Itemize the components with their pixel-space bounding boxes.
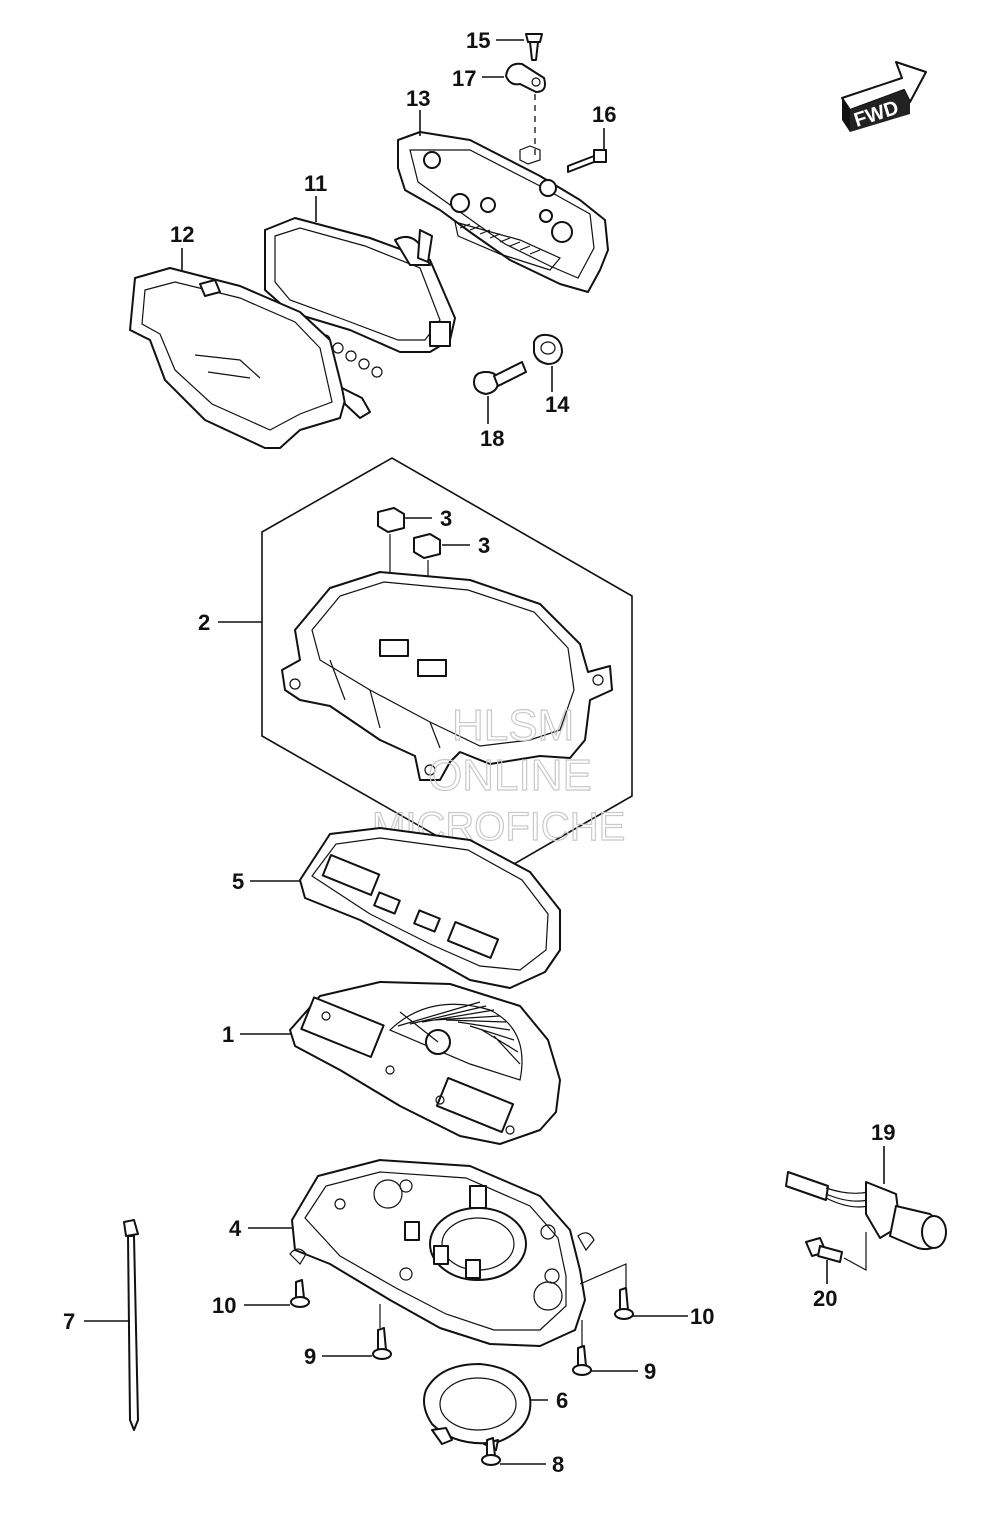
- part-12-cover: [129, 267, 371, 449]
- watermark-line2: ONLINE: [428, 751, 592, 800]
- callout-3a: 3: [440, 506, 452, 531]
- part-5-lens: [299, 827, 561, 989]
- callout-5: 5: [232, 869, 244, 894]
- callout-8: 8: [552, 1452, 564, 1477]
- leader-lines: [84, 39, 885, 1465]
- callout-4: 4: [229, 1216, 242, 1241]
- part-10-screw-a: [290, 1279, 310, 1308]
- callout-10a: 10: [212, 1293, 236, 1318]
- callout-1: 1: [222, 1022, 234, 1047]
- part-10-screw-b: [614, 1287, 634, 1320]
- part-18-bolt: [473, 361, 527, 395]
- callout-13: 13: [406, 86, 430, 111]
- callout-20: 20: [813, 1286, 837, 1311]
- callout-11: 11: [304, 171, 327, 196]
- part-7-cable-tie: [123, 1219, 139, 1431]
- part-3-cap-a: [377, 507, 405, 533]
- callout-15: 15: [466, 28, 490, 53]
- callout-14: 14: [545, 392, 570, 417]
- part-19-sensor: [785, 1171, 947, 1251]
- callout-6: 6: [556, 1388, 568, 1413]
- part-4-lower-case: [289, 1159, 595, 1347]
- callout-labels: 15 17 13 16 11 12 14 18 3 3 2 5 1 19 4 2…: [63, 28, 895, 1477]
- part-13-bracket: [397, 131, 609, 293]
- part-17-clamp: [505, 62, 546, 93]
- part-6-gasket: [423, 1363, 532, 1451]
- part-14-grommet: [533, 333, 563, 365]
- part-8-screw: [481, 1437, 501, 1466]
- part-9-screw-a: [372, 1327, 392, 1360]
- fwd-arrow-icon: FWD: [841, 61, 927, 132]
- part-9-screw-b: [572, 1345, 592, 1376]
- callout-2: 2: [198, 610, 210, 635]
- callout-12: 12: [170, 222, 194, 247]
- callout-9a: 9: [304, 1344, 316, 1369]
- callout-10b: 10: [690, 1304, 714, 1329]
- callout-3b: 3: [478, 533, 490, 558]
- assembly-box: [261, 457, 633, 873]
- callout-19: 19: [871, 1120, 895, 1145]
- callout-17: 17: [452, 66, 476, 91]
- part-15-screw: [525, 33, 543, 61]
- callout-9b: 9: [644, 1359, 656, 1384]
- callout-7: 7: [63, 1309, 75, 1334]
- part-11-housing: [264, 217, 456, 378]
- part-2-meter-case: [281, 571, 613, 781]
- watermark-line1: HLSM: [452, 701, 574, 750]
- part-20-bolt: [805, 1237, 843, 1263]
- part-3-cap-b: [413, 533, 441, 559]
- part-1-meter-module: [289, 981, 561, 1145]
- callout-16: 16: [592, 102, 616, 127]
- part-16-screw: [567, 149, 607, 173]
- callout-18: 18: [480, 426, 504, 451]
